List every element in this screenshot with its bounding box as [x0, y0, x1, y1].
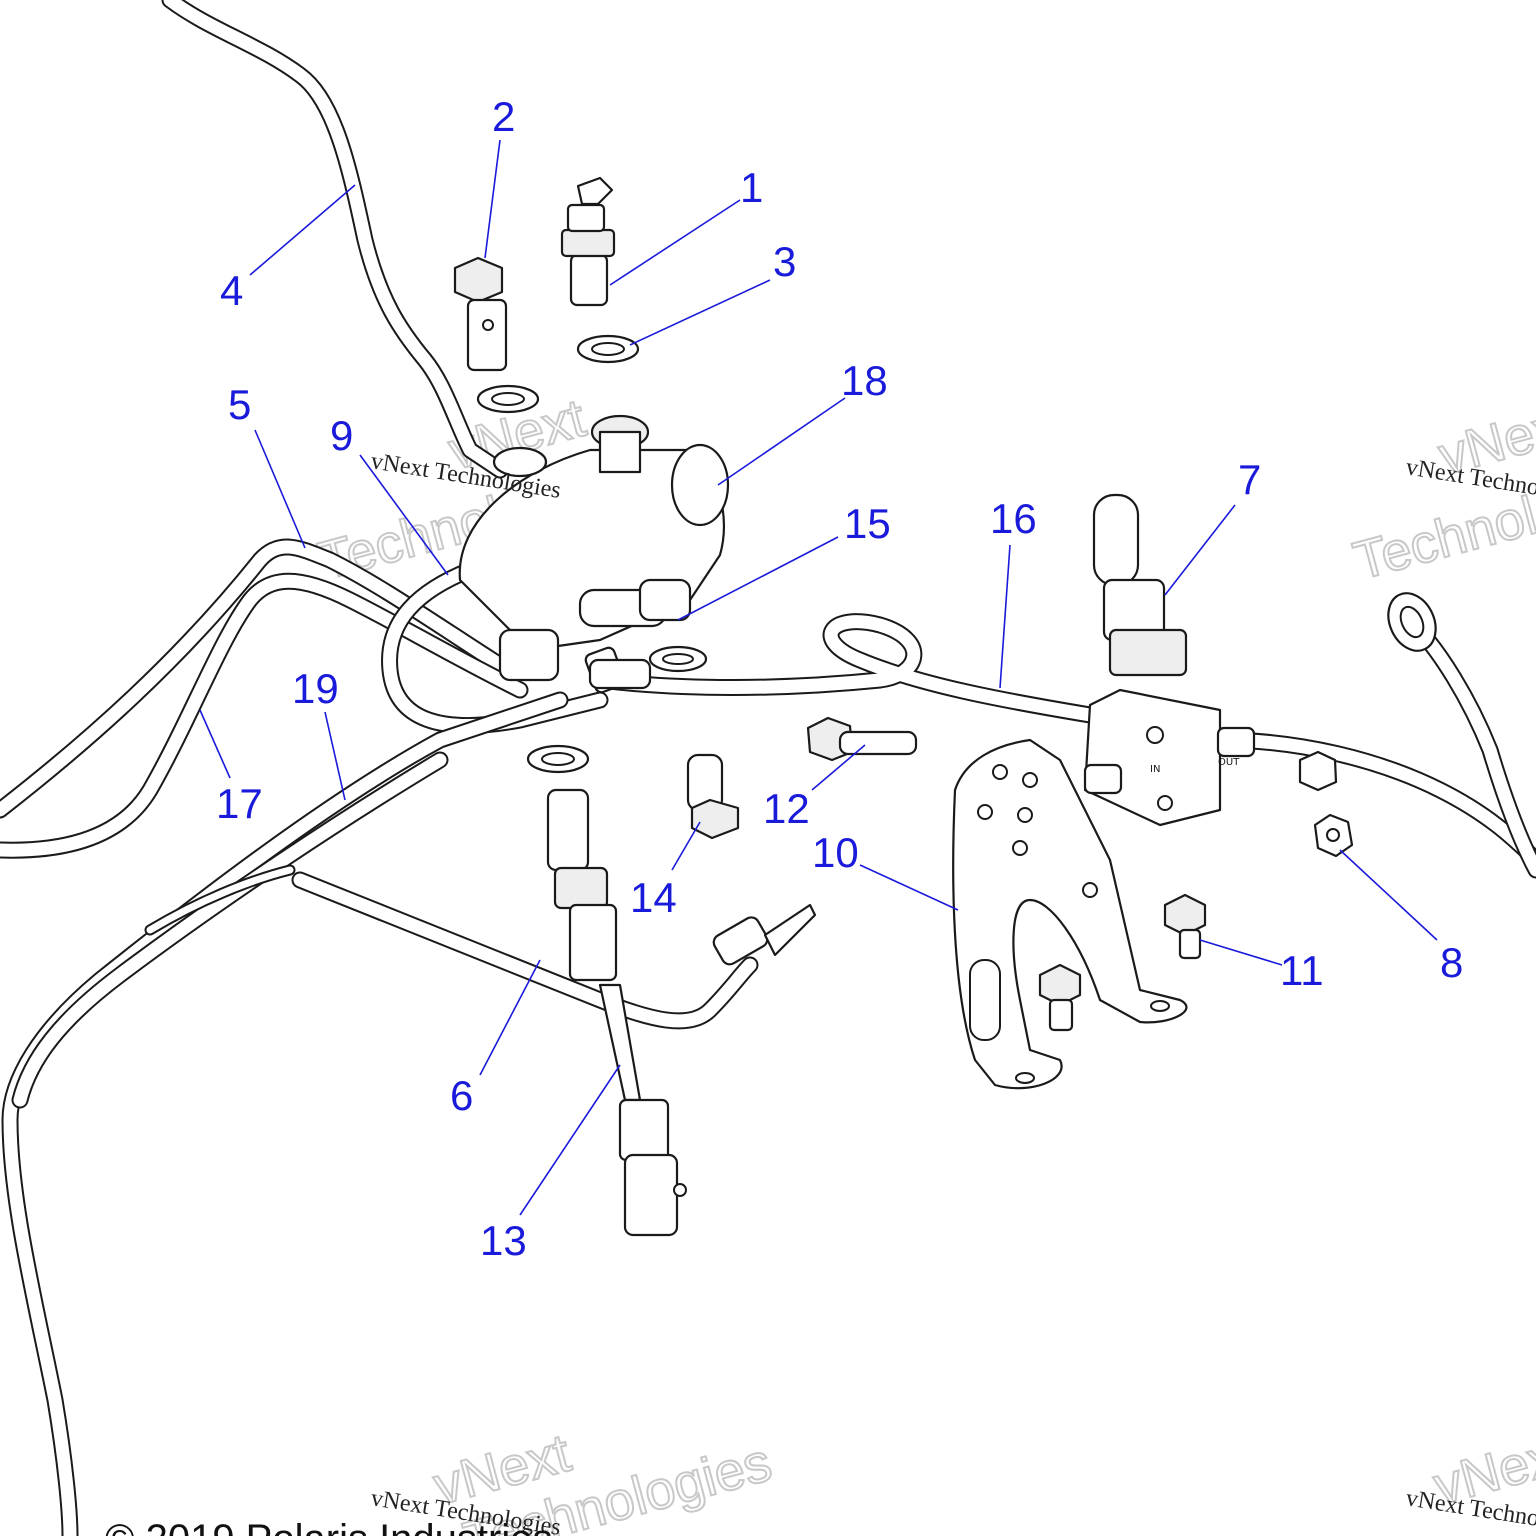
callout-5: 5 [228, 381, 251, 428]
valve-block-part-18 [458, 414, 730, 682]
nut-part-8 [1298, 750, 1354, 858]
callout-2: 2 [492, 93, 515, 140]
valve-in-label: IN [1150, 764, 1160, 775]
callout-13: 13 [480, 1217, 527, 1264]
bolt-part-12 [806, 716, 918, 762]
leader-lines [199, 139, 1438, 1216]
fitting-part-14 [686, 753, 740, 840]
fitting-part-15 [584, 646, 652, 694]
bracket-part-10 [952, 738, 1188, 1090]
callout-7: 7 [1238, 456, 1261, 503]
callout-9: 9 [330, 412, 353, 459]
valve-out-label: OUT [1218, 757, 1240, 768]
callout-1: 1 [740, 164, 763, 211]
callout-14: 14 [630, 874, 677, 921]
valve-part-7: IN OUT [1083, 493, 1256, 827]
callout-19: 19 [292, 665, 339, 712]
switch-part-13 [546, 788, 687, 1237]
callout-11: 11 [1280, 947, 1324, 994]
callout-16: 16 [990, 495, 1037, 542]
pressure-switch-part-1 [560, 176, 616, 307]
parts: IN OUT [453, 176, 1437, 1237]
bolt-part-11 [1038, 893, 1207, 1032]
callout-18: 18 [841, 357, 888, 404]
callout-4: 4 [220, 267, 243, 314]
banjo-eye [1387, 592, 1437, 652]
callouts: 1 2 3 4 5 6 7 8 9 10 11 12 13 14 15 16 1… [216, 93, 1463, 1264]
callout-3: 3 [773, 238, 796, 285]
elbow-fitting [712, 903, 817, 966]
callout-8: 8 [1440, 939, 1463, 986]
callout-15: 15 [844, 500, 891, 547]
banjo-bolt-part-2 [453, 256, 508, 372]
callout-10: 10 [812, 829, 859, 876]
callout-6: 6 [450, 1072, 473, 1119]
copyright-notice: © 2019 Polaris Industries [105, 1517, 552, 1536]
callout-17: 17 [216, 780, 263, 827]
callout-12: 12 [763, 785, 810, 832]
